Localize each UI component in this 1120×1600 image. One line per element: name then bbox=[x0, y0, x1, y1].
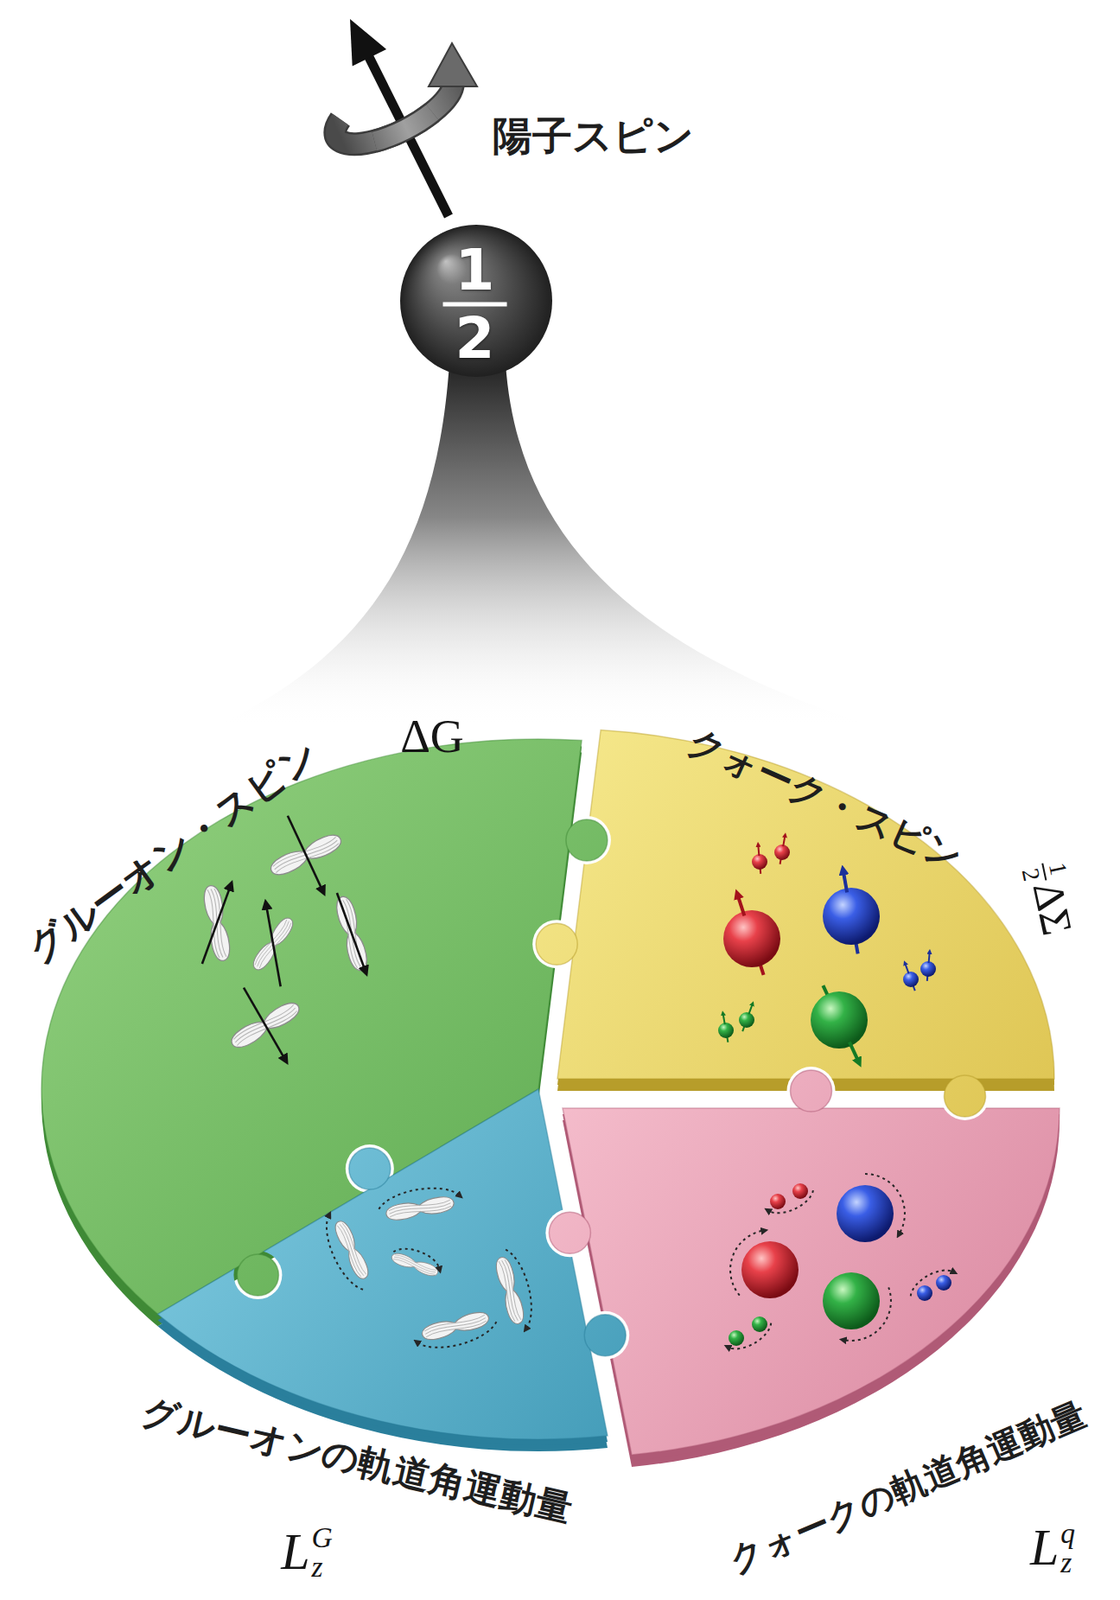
piece-body bbox=[158, 1088, 609, 1451]
label-group: 12ΔΣ bbox=[1017, 858, 1083, 941]
puzzle-knobs bbox=[548, 1069, 832, 1254]
subscript: z bbox=[311, 1551, 333, 1581]
piece-world bbox=[158, 1088, 627, 1451]
math-symbol: ΔΣ bbox=[1022, 877, 1082, 940]
quark-orbit-art bbox=[720, 1164, 953, 1356]
fraction-denominator: 2 bbox=[443, 302, 508, 368]
sphere-body bbox=[400, 224, 553, 377]
rotation-ribbon bbox=[335, 82, 453, 144]
label-group: LGz bbox=[280, 1521, 333, 1582]
label-group: ΔG bbox=[400, 709, 465, 764]
superscript: G bbox=[311, 1521, 333, 1552]
puzzle-knobs bbox=[535, 922, 986, 1117]
quark-spin-art bbox=[718, 835, 936, 1061]
rotation-ribbon-front bbox=[374, 43, 478, 142]
fraction-numerator: 1 bbox=[1043, 859, 1071, 880]
spin-axis-arrow bbox=[350, 19, 449, 217]
script-stack: qz bbox=[1060, 1517, 1076, 1576]
subscript: z bbox=[1060, 1546, 1076, 1577]
fraction-denominator: 2 bbox=[1017, 863, 1047, 886]
fraction: 12 bbox=[443, 241, 508, 368]
puzzle-piece: クォークの軌道角運動量Lqz bbox=[510, 1056, 1112, 1520]
math-symbol: L bbox=[280, 1521, 310, 1582]
label-group: Lqz bbox=[1030, 1517, 1076, 1578]
superscript: q bbox=[1060, 1517, 1076, 1547]
puzzle-piece: グルーオンの軌道角運動量LGz bbox=[105, 1037, 661, 1503]
math-symbol: ΔG bbox=[400, 709, 465, 764]
axis-label: 陽子スピン bbox=[492, 109, 694, 164]
math-symbol: L bbox=[1030, 1517, 1059, 1578]
script-stack: Gz bbox=[311, 1521, 333, 1580]
piece-body bbox=[562, 1107, 1060, 1467]
spin-sphere: 12 bbox=[400, 224, 553, 377]
gluon-spin-art bbox=[202, 815, 371, 1058]
label-group: 12 bbox=[443, 241, 510, 368]
gluon-orbit-art bbox=[317, 1182, 539, 1355]
piece-world bbox=[548, 1069, 1060, 1467]
fraction-numerator: 1 bbox=[453, 241, 497, 303]
spin-cone bbox=[216, 362, 873, 726]
